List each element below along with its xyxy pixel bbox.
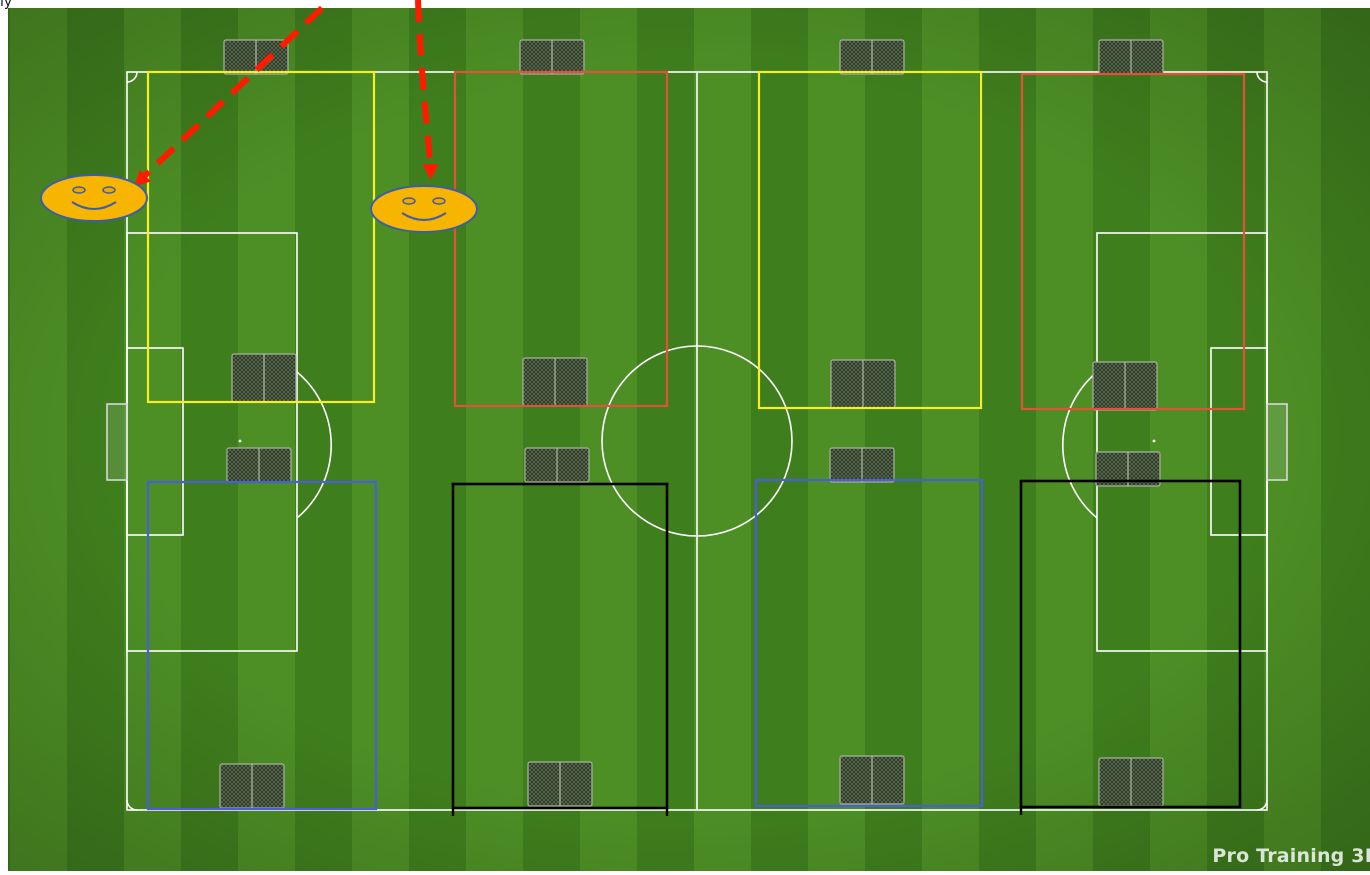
header-partial-text: ly	[0, 0, 12, 10]
small-goal	[831, 360, 895, 408]
small-goal	[525, 448, 589, 482]
smiley-face-icon	[41, 175, 147, 221]
small-goal	[1093, 362, 1157, 410]
small-goal	[528, 762, 592, 806]
small-goal	[220, 764, 284, 808]
small-goal	[1099, 40, 1163, 74]
smiley-face-icon	[371, 186, 477, 232]
eye-icon	[103, 187, 115, 193]
player-smiley-1	[41, 175, 147, 221]
small-goal	[232, 354, 296, 402]
eye-icon	[433, 198, 445, 204]
small-goal	[840, 40, 904, 74]
small-goal	[227, 448, 291, 482]
penalty-spot-right	[1153, 440, 1156, 443]
full-goal-left	[107, 404, 127, 480]
small-goal	[523, 358, 587, 406]
small-goal	[1099, 758, 1163, 806]
small-goal	[830, 448, 894, 482]
player-smiley-2	[371, 186, 477, 232]
eye-icon	[403, 198, 415, 204]
penalty-spot-left	[239, 440, 242, 443]
eye-icon	[73, 187, 85, 193]
small-goal	[520, 40, 584, 74]
full-goal-right	[1267, 404, 1287, 480]
small-goal	[840, 756, 904, 804]
watermark-label: Pro Training 3I	[1212, 845, 1370, 867]
